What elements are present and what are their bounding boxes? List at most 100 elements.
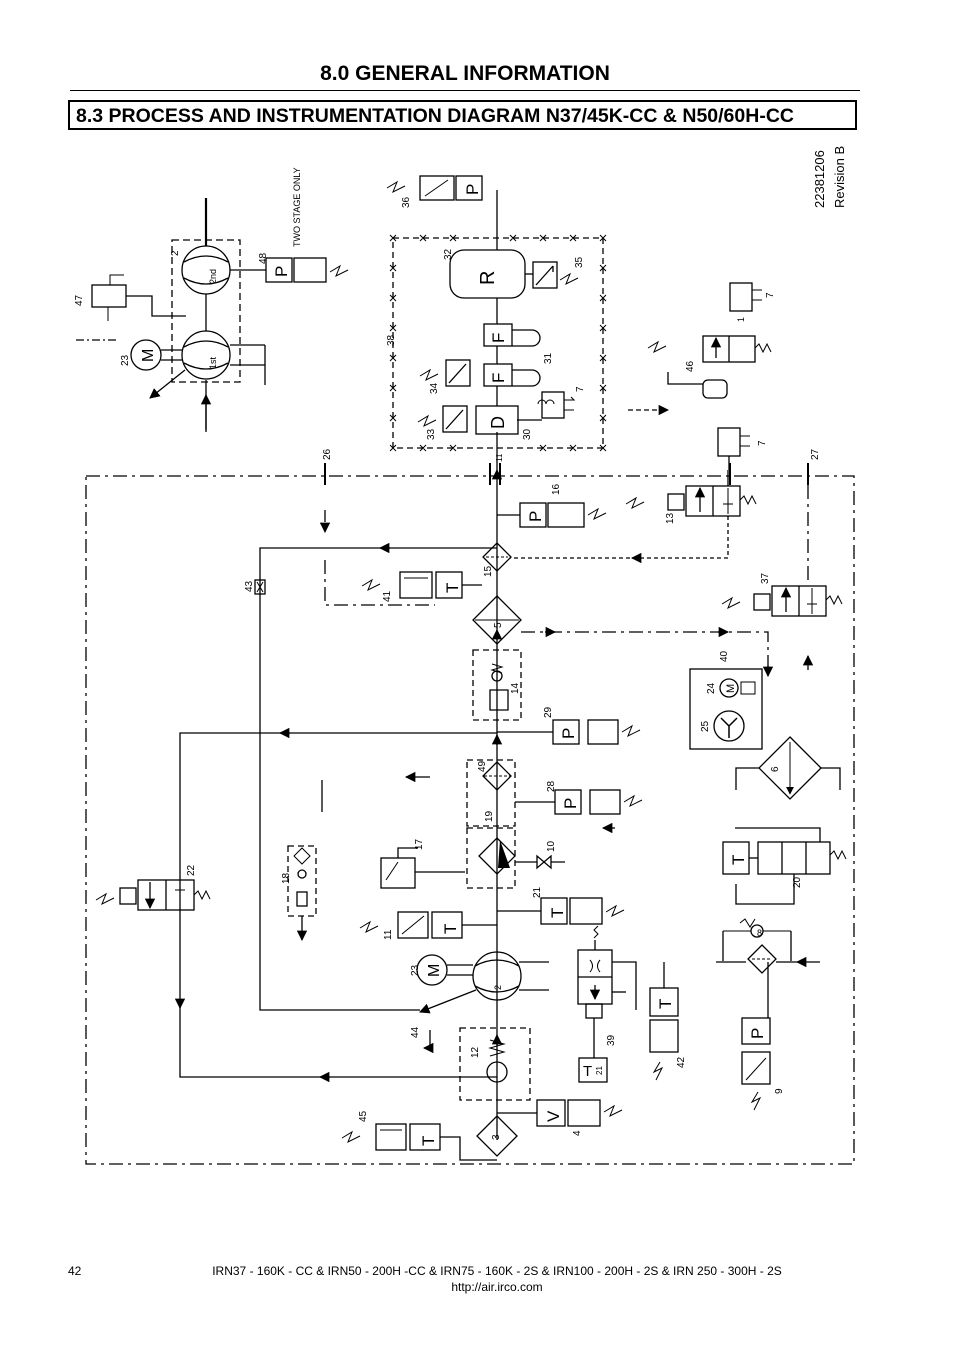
label-17: 17 — [414, 838, 425, 850]
label-6: 6 — [770, 766, 781, 772]
label-18: 18 — [281, 872, 292, 884]
label-7-dryer: 7 — [575, 386, 586, 392]
label-15: 15 — [483, 565, 494, 577]
dryer-symbol: D — [488, 416, 508, 429]
filter-8 — [747, 944, 777, 974]
label-11: 11 — [383, 929, 394, 940]
first-stage-airend — [181, 330, 231, 380]
label-36: 36 — [401, 196, 412, 208]
label-29: 29 — [543, 706, 554, 718]
subsection-title: 8.3 PROCESS AND INSTRUMENTATION DIAGRAM … — [76, 105, 794, 127]
label-11-top: 11 — [495, 453, 504, 462]
section-title: 8.0 GENERAL INFORMATION — [320, 62, 610, 85]
page-number: 42 — [68, 1264, 82, 1278]
main-enclosure — [85, 475, 855, 1165]
motor-23 — [416, 954, 448, 986]
pressure-symbol: P — [526, 511, 545, 522]
pressure-symbol: P — [748, 1028, 767, 1039]
label-30: 30 — [522, 428, 533, 440]
label-10: 10 — [546, 840, 557, 852]
pressure-transducer-36: P — [386, 175, 483, 201]
oil-cooler-6 — [758, 736, 822, 800]
label-25: 25 — [700, 720, 711, 732]
label-7-lower: 7 — [757, 440, 768, 446]
label-41: 41 — [382, 590, 393, 602]
temperature-symbol: T — [729, 855, 748, 865]
label-23-top: 23 — [120, 354, 131, 366]
filter-symbol: F — [489, 373, 508, 383]
motor-23-top — [130, 339, 162, 371]
label-2: 2 — [170, 250, 181, 256]
footer-models: IRN37 - 160K - CC & IRN50 - 200H -CC & I… — [212, 1264, 782, 1278]
motor-symbol: M — [426, 964, 443, 977]
label-12: 12 — [470, 1046, 481, 1058]
switch-35 — [532, 261, 558, 289]
label-44: 44 — [410, 1026, 421, 1038]
label-4: 4 — [572, 1130, 583, 1136]
temperature-symbol: T — [656, 999, 675, 1009]
valve-10 — [515, 854, 565, 870]
thermostatic-valve-20 — [757, 841, 831, 875]
temperature-21-tag: 21 — [595, 1066, 604, 1075]
compressor-airend-2 — [472, 951, 522, 1001]
temperature-symbol: T — [441, 924, 460, 934]
filter-f-upper — [483, 323, 513, 347]
separator-tank-19 — [466, 827, 516, 889]
label-5: 5 — [493, 622, 504, 628]
label-20: 20 — [792, 876, 803, 888]
inlet-valve-12 — [459, 1027, 531, 1101]
label-49: 49 — [477, 760, 488, 772]
pressure-symbol: P — [561, 798, 580, 809]
label-26: 26 — [322, 448, 333, 460]
drain-valve-7 — [541, 391, 565, 419]
label-33: 33 — [426, 428, 437, 440]
label-19: 19 — [484, 810, 495, 822]
pressure-symbol: P — [559, 728, 578, 739]
switch-33 — [442, 405, 468, 433]
label-40: 40 — [719, 650, 730, 662]
temperature-symbol: T — [548, 908, 567, 918]
temperature-symbol: T — [583, 1063, 592, 1080]
label-24: 24 — [706, 682, 717, 694]
aftercooler-5 — [472, 595, 522, 645]
label-23: 23 — [410, 964, 421, 976]
blowdown-line — [179, 732, 497, 1010]
separator-15 — [482, 542, 512, 572]
label-3: 3 — [491, 1134, 502, 1140]
label-9: 9 — [774, 1088, 785, 1094]
stage-label-1st: 1st — [208, 356, 218, 369]
label-39: 39 — [606, 1034, 617, 1046]
subsection-title-box: 8.3 PROCESS AND INSTRUMENTATION DIAGRAM … — [68, 100, 857, 130]
label-2-airend: 2 — [493, 985, 503, 990]
two-stage-compressor: 2nd 1st M P — [76, 198, 349, 432]
two-stage-note: TWO STAGE ONLY — [292, 167, 302, 247]
label-28: 28 — [546, 780, 557, 792]
footer-url: http://air.irco.com — [451, 1280, 543, 1294]
label-16: 16 — [551, 483, 562, 495]
title-rule — [70, 90, 860, 91]
filter-symbol: F — [489, 333, 508, 343]
label-31: 31 — [543, 352, 554, 364]
temperature-symbol: T — [419, 1136, 438, 1146]
min-pressure-valve-14 — [472, 649, 522, 721]
vacuum-symbol: V — [544, 1110, 563, 1122]
pressure-symbol: P — [272, 266, 291, 277]
oil-return-line-43 — [259, 547, 497, 1011]
label-45: 45 — [358, 1110, 369, 1122]
label-38: 38 — [386, 334, 397, 346]
label-8: 8 — [757, 928, 762, 938]
receiver-symbol: R — [477, 271, 499, 285]
pressure-symbol: P — [463, 184, 482, 195]
label-14: 14 — [510, 682, 521, 694]
filter-f-lower — [483, 363, 513, 387]
label-47: 47 — [74, 294, 85, 306]
label-7-upper: 7 — [765, 292, 776, 298]
label-22: 22 — [186, 864, 197, 876]
switch-34 — [445, 359, 471, 387]
label-42: 42 — [676, 1056, 687, 1068]
label-27: 27 — [810, 448, 821, 460]
label-13: 13 — [665, 512, 676, 524]
label-34: 34 — [429, 382, 440, 394]
label-32: 32 — [443, 248, 454, 260]
cooling-fan-module-40 — [689, 668, 763, 750]
